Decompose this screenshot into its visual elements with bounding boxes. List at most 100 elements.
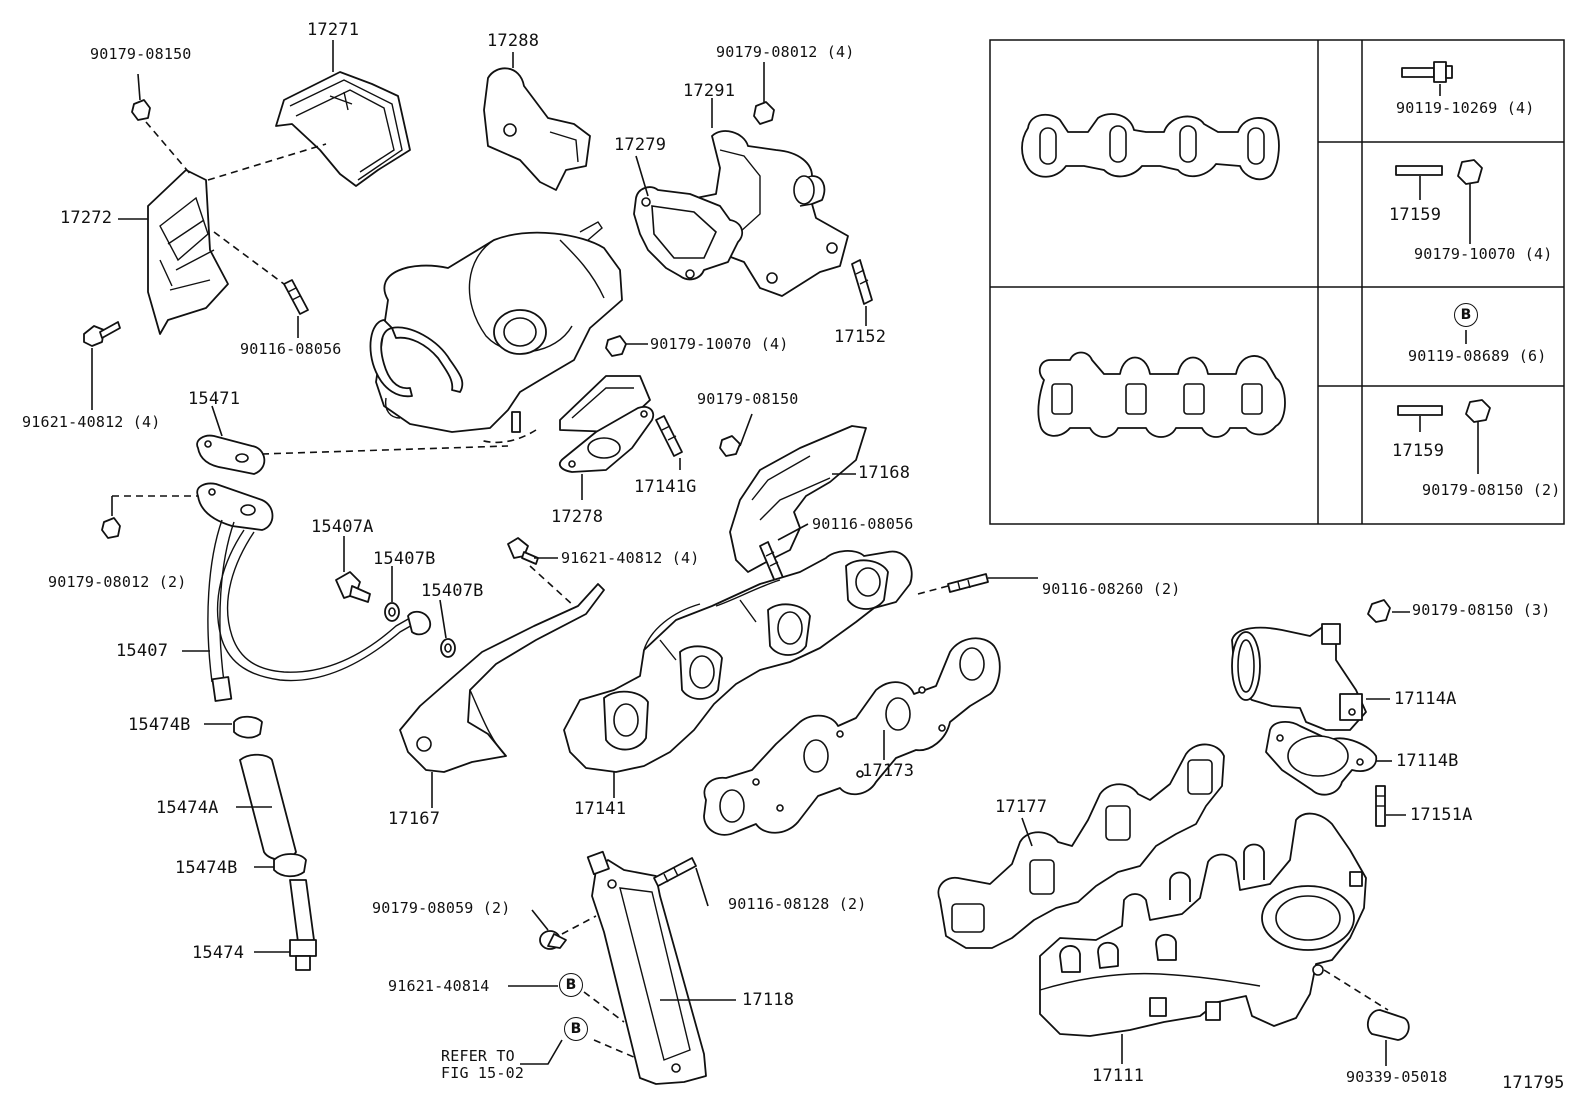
label-15471: 15471 [188,389,241,409]
label-17114a: 17114A [1394,689,1457,709]
label-91621-40812-4: 91621-40812 (4) [22,413,161,431]
label-90116-08128-2: 90116-08128 (2) [728,895,867,913]
bracket-17167 [399,583,605,773]
label-inset-17159-b: 17159 [1392,441,1445,461]
stud-icon-3 [947,573,989,593]
inset-nut-icon [1457,159,1483,185]
label-90116-08056-b: 90116-08056 [812,515,914,533]
label-17141g: 17141G [634,477,697,497]
inset-stud-icon-2 [1397,405,1443,416]
label-17111: 17111 [1092,1066,1145,1086]
pipe-15474 [289,879,317,971]
nut-icon-2 [753,101,775,125]
label-17278: 17278 [551,507,604,527]
label-inset-90179-10070-4: 90179-10070 (4) [1414,245,1553,263]
label-90179-08012-2: 90179-08012 (2) [48,573,187,591]
turbocharger [369,221,651,444]
nut-icon-6 [1367,599,1391,623]
stud-icon [283,279,309,315]
label-17173: 17173 [862,761,915,781]
nut-icon-5 [101,517,121,539]
stud-icon-17141g [655,415,683,457]
label-15407a: 15407A [311,517,374,537]
label-17168: 17168 [858,463,911,483]
gasket-17177 [937,743,1225,949]
label-17291: 17291 [683,81,736,101]
inset-table [989,39,1565,525]
label-inset-90179-08150-2: 90179-08150 (2) [1422,481,1561,499]
bracket-17118 [586,850,707,1085]
bolt-icon [83,321,121,347]
inset-gasket-a-port-1 [1039,127,1057,165]
label-17279: 17279 [614,135,667,155]
bolt-icon-2 [507,537,539,565]
callout-b-91621-40814: B [559,973,583,997]
label-17118: 17118 [742,990,795,1010]
plug-icon [1366,1009,1410,1041]
stud-icon-17152 [851,259,873,305]
heat-insulator-17168 [729,425,867,573]
label-inset-90119-10269-4: 90119-10269 (4) [1396,99,1535,117]
inset-gasket-a [1021,113,1280,181]
callout-b-inset: B [1454,303,1478,327]
union-bolt-icon [335,571,371,603]
nut-icon-4 [719,435,741,457]
label-15474: 15474 [192,943,245,963]
label-90179-08150-b: 90179-08150 [697,390,799,408]
nut-icon-7 [539,930,567,950]
inset-gasket-b-port-1 [1051,383,1073,415]
callout-b-refer: B [564,1017,588,1041]
inset-bolt-icon [1401,61,1453,83]
clamp-15474b [233,715,263,739]
inset-gasket-a-port-3 [1179,125,1197,163]
clamp-15474b-2 [273,853,307,878]
label-inset-17159-a: 17159 [1389,205,1442,225]
nut-icon [131,99,151,121]
label-17151a: 17151A [1410,805,1473,825]
gasket-15471 [196,434,266,475]
inset-gasket-a-port-4 [1247,127,1265,165]
label-15407b-1: 15407B [373,549,436,569]
label-90179-08012-4: 90179-08012 (4) [716,43,855,61]
heat-insulator-17271 [275,71,411,187]
label-15474b-2: 15474B [175,858,238,878]
exhaust-manifold-17141 [563,550,913,773]
label-17288: 17288 [487,31,540,51]
label-15407b-2: 15407B [421,581,484,601]
label-inset-90119-08689-6: 90119-08689 (6) [1408,347,1547,365]
gasket-17278 [558,406,655,473]
label-17152: 17152 [834,327,887,347]
gasket-15471-b [196,482,274,531]
label-17141: 17141 [574,799,627,819]
nut-icon-3 [605,335,627,357]
heat-insulator-17272 [147,169,229,335]
label-fig-15-02: FIG 15-02 [441,1064,525,1082]
water-outlet-17114a [1231,623,1367,731]
inset-gasket-b-port-3 [1183,383,1205,415]
gasket-17114b [1265,721,1378,796]
label-15407: 15407 [116,641,169,661]
label-90116-08056: 90116-08056 [240,340,342,358]
label-90179-08059-2: 90179-08059 (2) [372,899,511,917]
inset-gasket-a-port-2 [1109,125,1127,163]
inset-nut-icon-2 [1465,399,1491,423]
label-17114b: 17114B [1396,751,1459,771]
stud-icon-17151a [1375,785,1386,827]
label-91621-40812-4b: 91621-40812 (4) [561,549,700,567]
label-17177: 17177 [995,797,1048,817]
label-17271: 17271 [307,20,360,40]
label-refer-to: REFER TO [441,1047,515,1065]
gasket-17173 [703,637,1001,836]
label-17272: 17272 [60,208,113,228]
label-15474a: 15474A [156,798,219,818]
label-90179-08150: 90179-08150 [90,45,192,63]
label-90339-05018: 90339-05018 [1346,1068,1448,1086]
inset-gasket-b-port-2 [1125,383,1147,415]
inset-gasket-b-port-4 [1241,383,1263,415]
stud-icon-4 [653,857,697,887]
inset-stud-icon [1395,165,1443,176]
label-90179-10070-4: 90179-10070 (4) [650,335,789,353]
oil-pipe-15407 [207,519,432,702]
label-91621-40814: 91621-40814 [388,977,490,995]
